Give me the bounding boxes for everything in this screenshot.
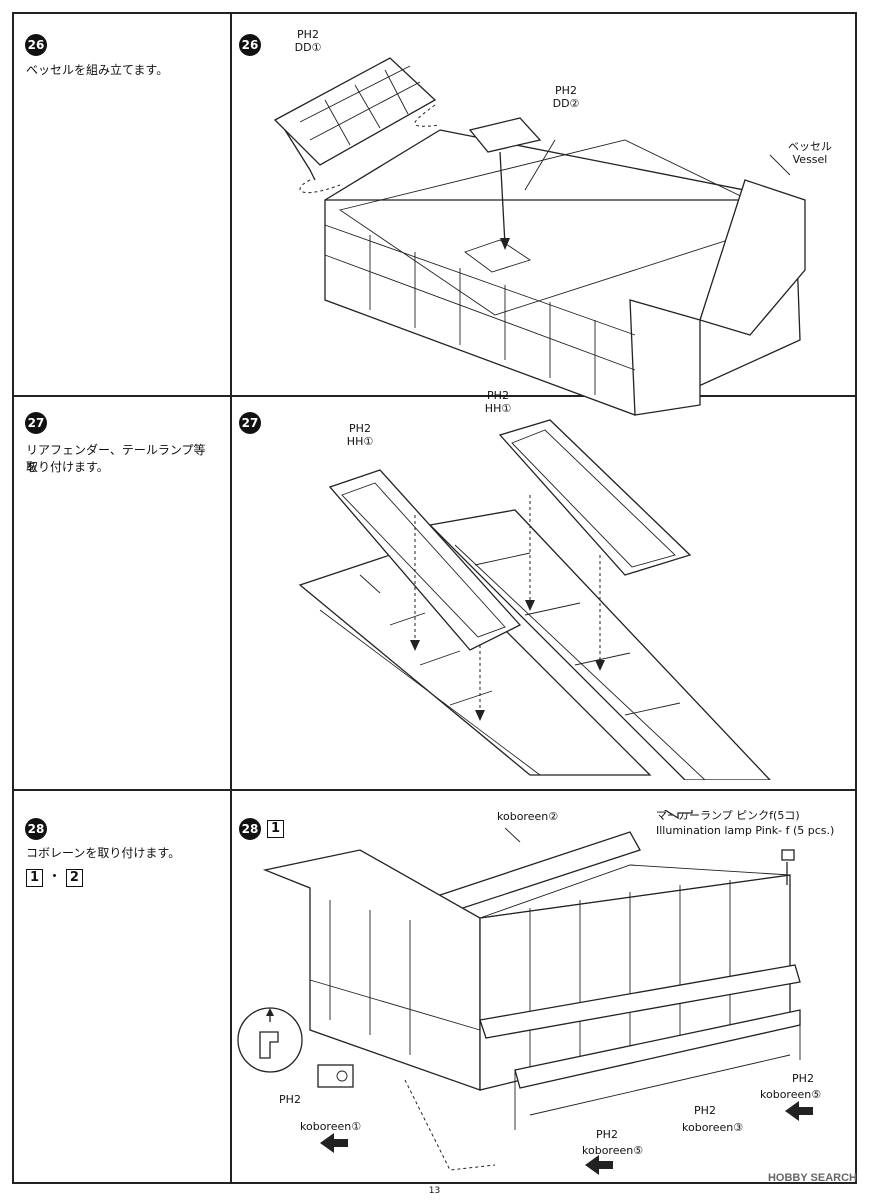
koboreen5b-part: koboreen⑤ (760, 1088, 822, 1101)
sprue-1-box: 1 (26, 869, 43, 887)
koboreen3-rail (479, 964, 801, 1039)
dd1-badge: PH2 (297, 28, 319, 41)
koboreen1-badge: PH2 (279, 1093, 301, 1106)
koboreen3-part: koboreen③ (682, 1121, 744, 1134)
step-27-instruction-line2: 取り付けます。 (26, 460, 109, 474)
step-28-badge: 28 (25, 818, 47, 840)
step-28-diagram-badge: 28 (239, 818, 261, 840)
vessel-en: Vessel (792, 153, 828, 166)
right-fender (498, 419, 692, 576)
dd1-part: DD① (294, 41, 322, 54)
right-hh1-part: HH① (484, 402, 512, 415)
step-28-sprue-group: 1 ・ 2 (26, 866, 83, 887)
row-divider-2 (14, 789, 855, 791)
right-hh1-callout: PH2 HH① (478, 389, 518, 415)
step-28-diagram-sprue: 1 (267, 820, 284, 838)
step-27-badge: 27 (25, 412, 47, 434)
koboreen5a-part: koboreen⑤ (582, 1144, 644, 1157)
koboreen5b-badge: PH2 (792, 1072, 814, 1085)
left-hh1-part: HH① (346, 435, 374, 448)
dd2-part: DD② (552, 97, 580, 110)
left-hh1-badge: PH2 (349, 422, 371, 435)
instruction-sheet (12, 12, 857, 1184)
watermark: HOBBY SEARCH (767, 1172, 857, 1184)
dd2-badge: PH2 (555, 84, 577, 97)
column-divider (230, 14, 232, 1182)
right-hh1-badge: PH2 (487, 389, 509, 402)
step-26-instruction: ベッセルを組み立てます。 (26, 63, 169, 77)
koboreen5b-callout: PH2 (788, 1072, 818, 1085)
left-hh1-callout: PH2 HH① (340, 422, 380, 448)
vessel-callout: ベッセル Vessel (780, 140, 840, 166)
koboreen5a-badge: PH2 (596, 1128, 618, 1141)
vessel-jp: ベッセル (788, 140, 832, 153)
rear-fender-drawing (298, 419, 771, 780)
step-27-instruction-line1: リアフェンダー、テールランプ等を (26, 443, 206, 474)
left-fender (328, 469, 522, 651)
koboreen1-callout: PH2 (265, 1093, 315, 1106)
sprue-separator: ・ (47, 869, 62, 885)
sprue-2-box: 2 (65, 869, 83, 887)
koboreen3-callout: PH2 (690, 1104, 720, 1117)
page-number: 13 (428, 1186, 441, 1196)
koboreen1-part: koboreen① (300, 1120, 362, 1133)
step-28-instruction: コボレーンを取り付けます。 (26, 846, 181, 860)
row-divider-1 (14, 395, 855, 397)
koboreen-assembly-drawing (237, 810, 813, 1175)
tailgate-part (273, 57, 437, 166)
step-26-badge: 26 (25, 34, 47, 56)
dd2-plate (468, 117, 542, 153)
lamp-label-en: Illumination lamp Pink- f (5 pcs.) (656, 824, 835, 837)
koboreen2-label: koboreen② (497, 810, 559, 823)
dd2-callout: PH2 DD② (546, 84, 586, 110)
dd1-callout: PH2 DD① (288, 28, 328, 54)
koboreen5a-callout: PH2 (592, 1128, 622, 1141)
step-27-diagram-badge: 27 (239, 412, 261, 434)
vessel-assembly-drawing (273, 57, 806, 416)
step-26-diagram-badge: 26 (239, 34, 261, 56)
koboreen3-badge: PH2 (694, 1104, 716, 1117)
